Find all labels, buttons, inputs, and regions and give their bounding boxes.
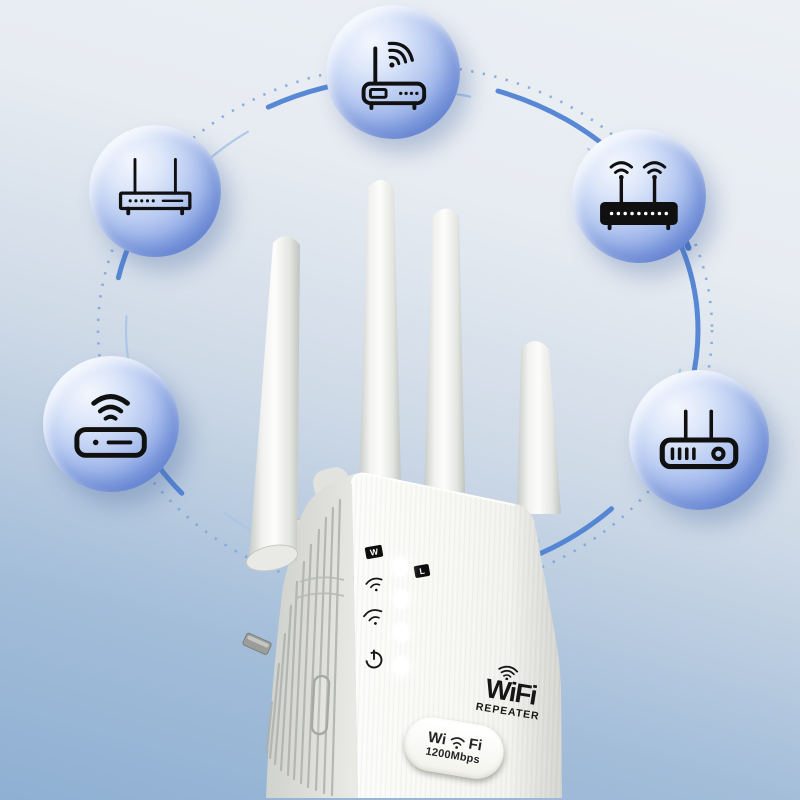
lan-label: L bbox=[419, 566, 426, 577]
bubble-upper-left-router bbox=[89, 125, 221, 257]
side-slot-button bbox=[310, 674, 331, 736]
lan-badge-icon: L bbox=[413, 564, 431, 578]
wifi-router-two-antenna-icon bbox=[600, 161, 678, 231]
wan-badge-icon: W bbox=[364, 544, 384, 560]
wan-label: W bbox=[369, 546, 380, 557]
wireless-modem-icon bbox=[74, 394, 148, 459]
device-side-panel bbox=[266, 472, 364, 798]
antenna-1 bbox=[245, 235, 300, 572]
antenna-3 bbox=[424, 208, 465, 492]
led-wan bbox=[391, 556, 409, 578]
wifi-signal-icon bbox=[498, 665, 519, 681]
ethernet-router-ports-icon bbox=[659, 409, 739, 470]
badge-wi: Wi bbox=[426, 728, 448, 749]
side-grooves bbox=[266, 498, 342, 797]
bubble-upper-right-router bbox=[572, 129, 706, 263]
wifi-band-1-icon bbox=[365, 577, 383, 592]
device-logo: WiFi REPEATER bbox=[464, 658, 557, 725]
bubble-top-modem bbox=[326, 5, 460, 139]
led-wifi-1 bbox=[392, 588, 410, 610]
badge-fi: Fi bbox=[467, 735, 484, 755]
antenna-2 bbox=[359, 180, 401, 486]
led-indicators: W L bbox=[363, 544, 431, 682]
side-ridges bbox=[295, 576, 345, 599]
power-plug-pin bbox=[242, 632, 272, 655]
flat-router-two-antenna-icon bbox=[118, 157, 192, 216]
bubble-lower-left-modem bbox=[43, 356, 179, 492]
modem-with-wifi-icon bbox=[361, 41, 427, 111]
speed-badge: Wi Fi 1200Mbps bbox=[400, 713, 508, 783]
antenna-4 bbox=[517, 341, 561, 514]
led-power bbox=[392, 655, 410, 677]
wifi-band-2-icon bbox=[363, 609, 383, 625]
led-wifi-2 bbox=[392, 621, 410, 643]
led-lights bbox=[387, 551, 414, 682]
wifi-signal-icon bbox=[450, 737, 465, 749]
bubble-lower-right-router bbox=[629, 370, 769, 510]
power-icon bbox=[365, 649, 383, 669]
